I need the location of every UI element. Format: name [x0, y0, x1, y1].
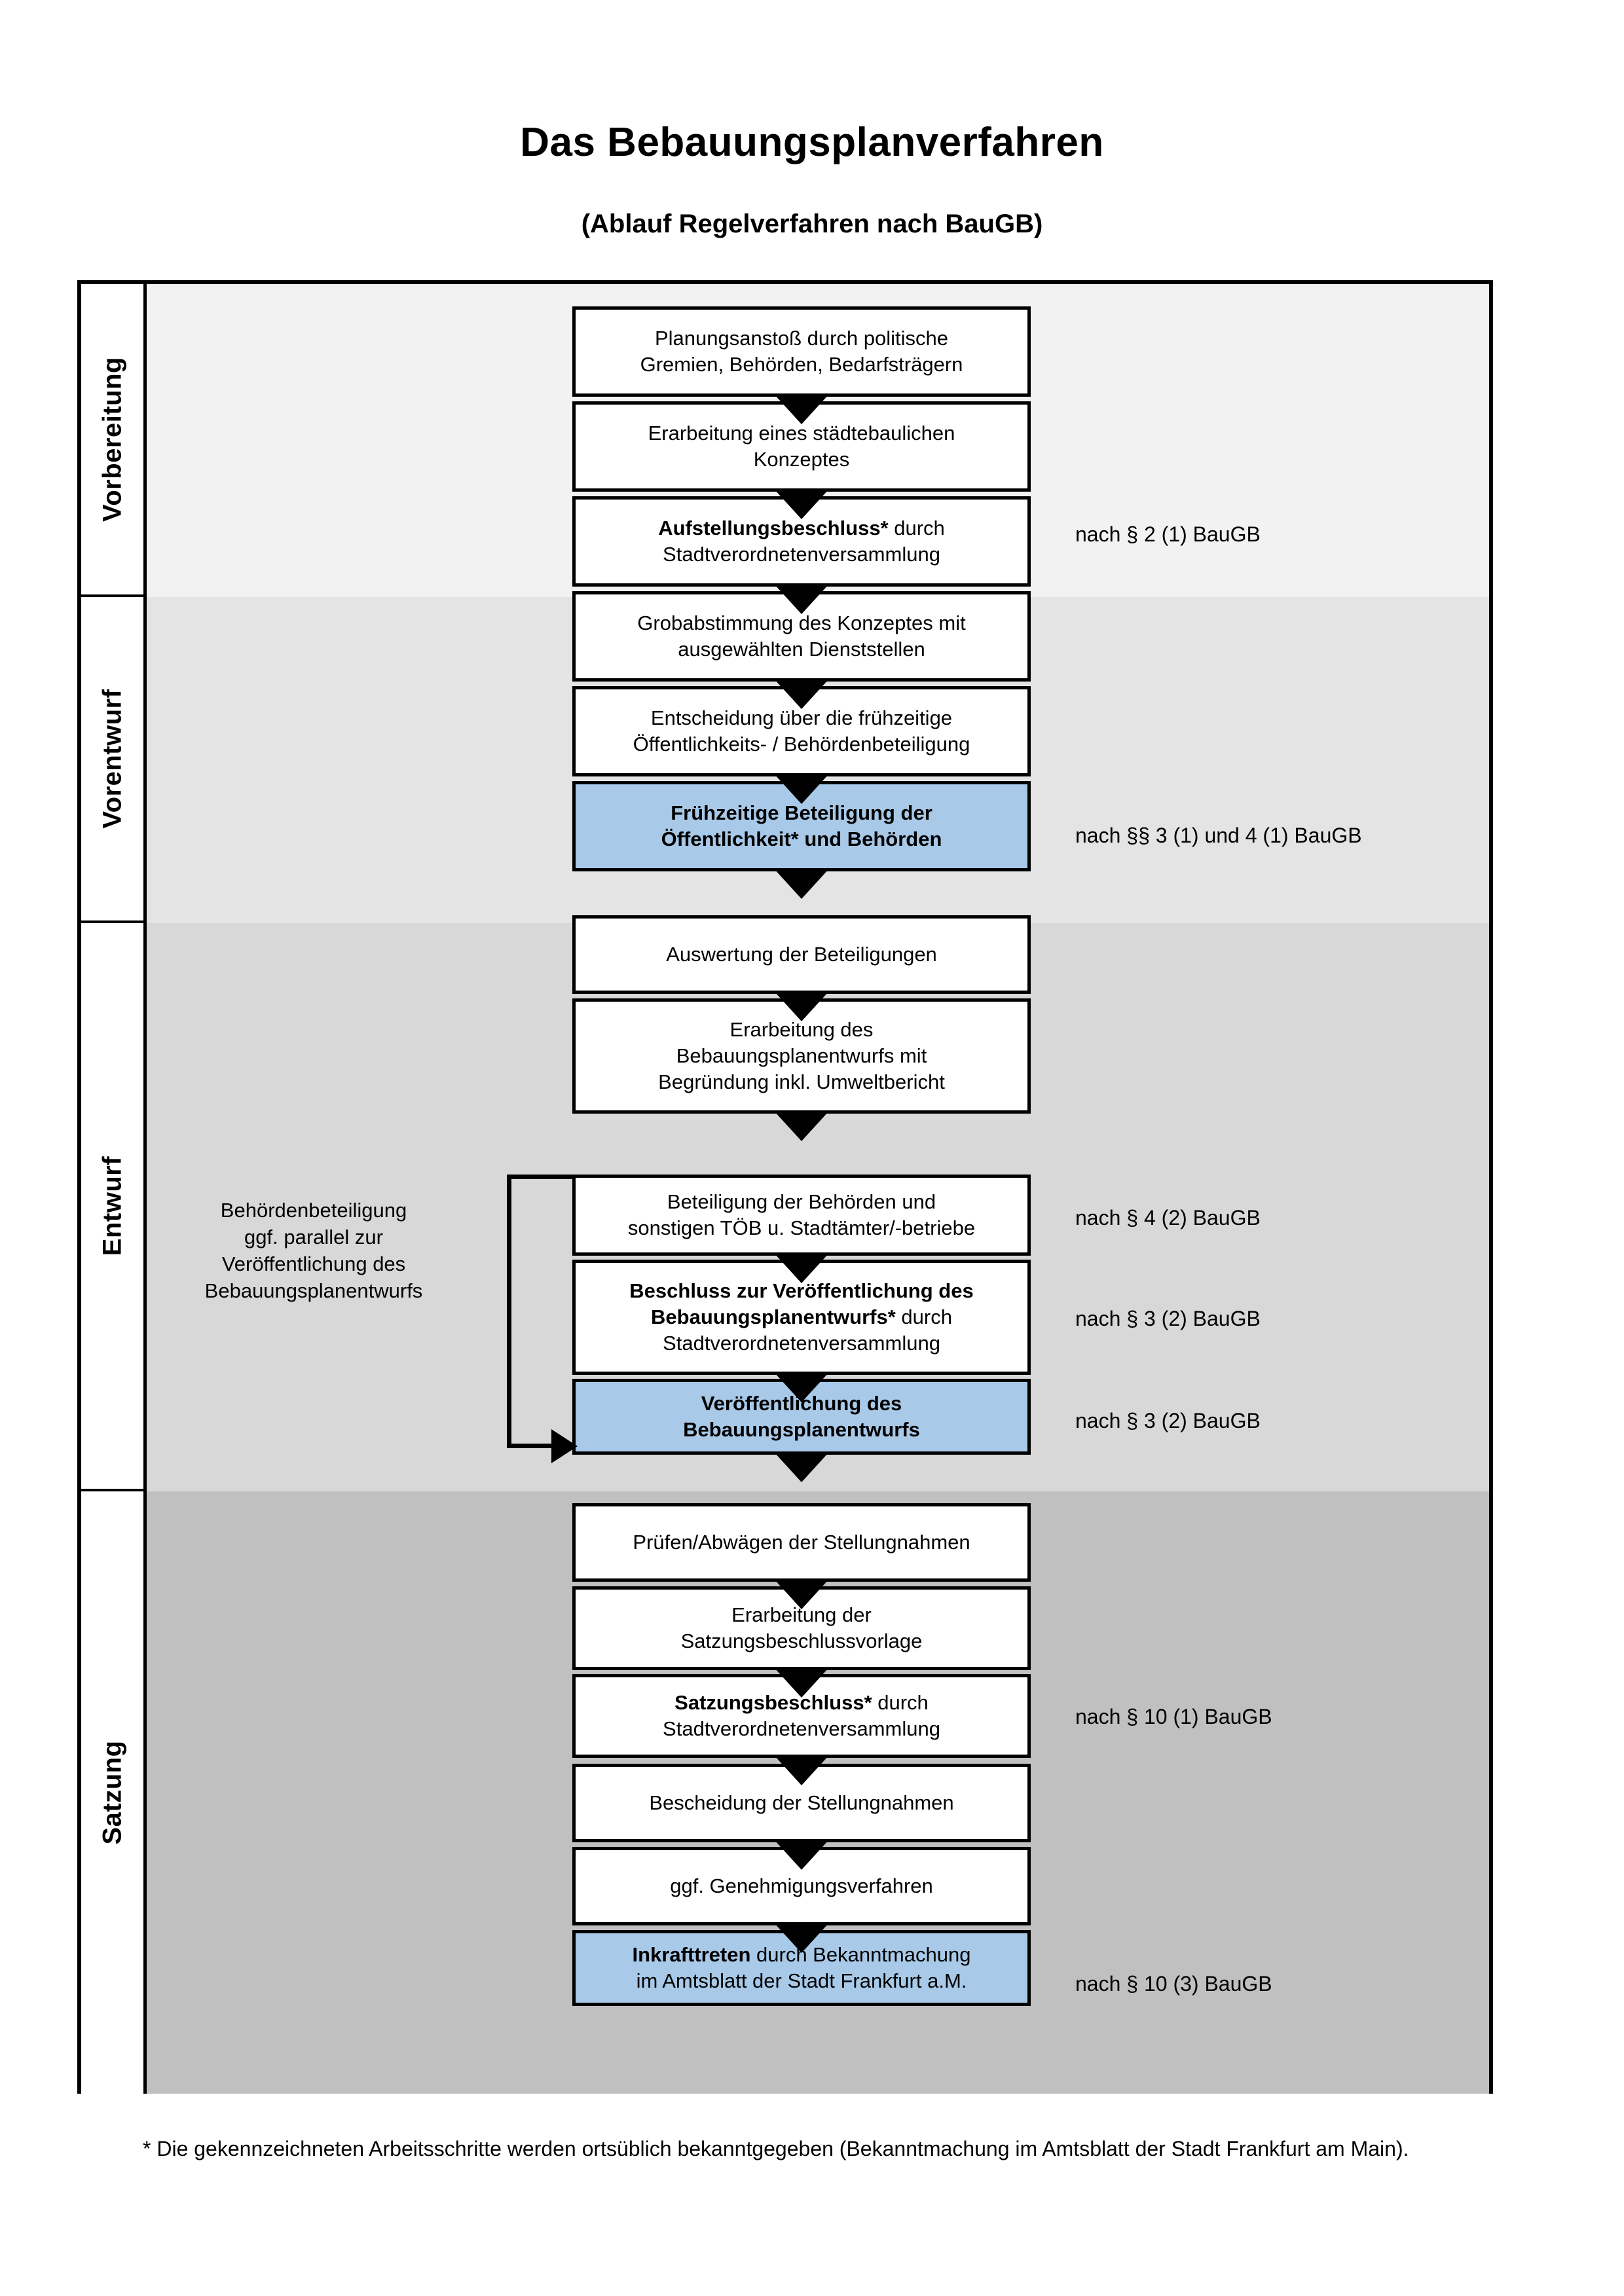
legal-ref-7: nach § 10 (3) BauGB — [1075, 1972, 1272, 1995]
footnote: * Die gekennzeichneten Arbeitsschritte w… — [143, 2137, 1409, 2160]
phase-cell-entwurf: Entwurf — [81, 923, 143, 1491]
arrow-down-13 — [774, 1667, 829, 1698]
phase-cell-vorbereitung: Vorbereitung — [81, 284, 143, 597]
flowchart-frame: Vorbereitung Vorentwurf Entwurf Satzung … — [77, 280, 1493, 2094]
step-auswertung[interactable]: Auswertung der Beteiligungen — [572, 915, 1031, 994]
arrow-down-15 — [774, 1840, 829, 1870]
arrow-down-3 — [774, 584, 829, 614]
legal-ref-5: nach § 3 (2) BauGB — [1075, 1409, 1261, 1432]
arrow-down-6 — [774, 869, 829, 899]
arrow-down-9 — [774, 1253, 829, 1283]
step-pruefen-abwaegen[interactable]: Prüfen/Abwägen der Stellungnahmen — [572, 1503, 1031, 1582]
step-text: ggf. Genehmigungsverfahren — [670, 1874, 933, 1897]
arrow-down-7 — [774, 991, 829, 1021]
arrow-down-4 — [774, 679, 829, 709]
legal-ref-2: nach §§ 3 (1) und 4 (1) BauGB — [1075, 824, 1362, 847]
connector-bottom-segment — [507, 1444, 554, 1448]
arrow-down-2 — [774, 489, 829, 519]
phase-label-column: Vorbereitung Vorentwurf Entwurf Satzung — [81, 284, 147, 2094]
phase-cell-satzung: Satzung — [81, 1491, 143, 2094]
side-note-parallel-beteiligung: Behördenbeteiligung ggf. parallel zur Ve… — [204, 1199, 423, 1302]
arrow-down-12 — [774, 1579, 829, 1609]
phase-cell-vorentwurf: Vorentwurf — [81, 597, 143, 923]
connector-vertical-segment — [507, 1175, 511, 1448]
arrow-down-10 — [774, 1372, 829, 1402]
arrow-down-14 — [774, 1755, 829, 1785]
step-text: Prüfen/Abwägen der Stellungnahmen — [633, 1530, 970, 1554]
legal-ref-3: nach § 4 (2) BauGB — [1075, 1206, 1261, 1230]
step-text: Bescheidung der Stellungnahmen — [649, 1791, 954, 1814]
legal-ref-4: nach § 3 (2) BauGB — [1075, 1307, 1261, 1330]
page-subtitle: (Ablauf Regelverfahren nach BauGB) — [581, 210, 1043, 238]
arrow-down-1 — [774, 394, 829, 424]
connector-top-segment — [507, 1175, 575, 1179]
legal-ref-6: nach § 10 (1) BauGB — [1075, 1705, 1272, 1728]
arrow-down-8 — [774, 1111, 829, 1141]
connector-arrowhead-icon — [551, 1429, 578, 1463]
arrow-down-5 — [774, 774, 829, 804]
phase-label-satzung: Satzung — [98, 1740, 126, 1845]
page-title: Das Bebauungsplanverfahren — [520, 120, 1104, 165]
arrow-down-16 — [774, 1923, 829, 1953]
phase-label-vorentwurf: Vorentwurf — [98, 689, 126, 829]
phase-label-vorbereitung: Vorbereitung — [98, 357, 126, 522]
phase-label-entwurf: Entwurf — [98, 1156, 126, 1256]
arrow-down-11 — [774, 1452, 829, 1482]
legal-ref-1: nach § 2 (1) BauGB — [1075, 522, 1261, 546]
step-text: Auswertung der Beteiligungen — [666, 942, 937, 966]
